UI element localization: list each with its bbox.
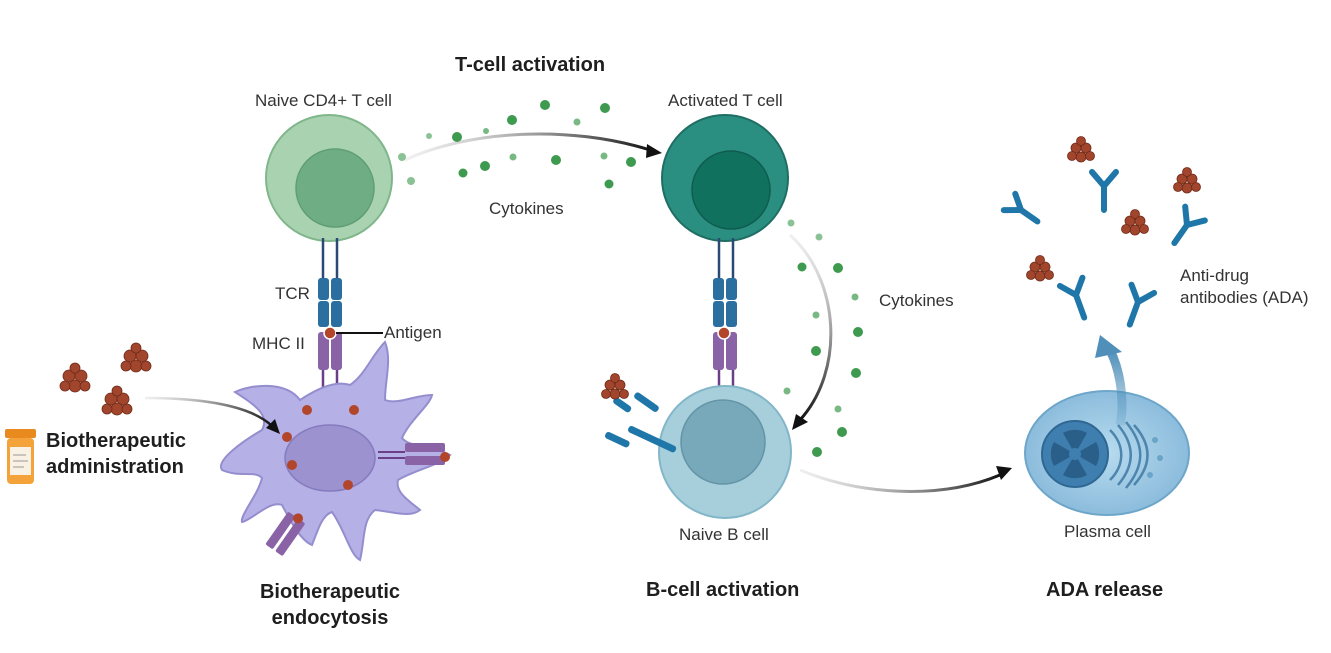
- plasma-arrow-head: [996, 466, 1012, 480]
- label-plasma-cell: Plasma cell: [1064, 522, 1151, 541]
- label-naive-t-cell: Naive CD4+ T cell: [255, 91, 392, 110]
- label-cytokines-top: Cytokines: [489, 199, 564, 218]
- title-administration-line1: Biotherapeutic: [46, 430, 187, 452]
- label-antigen: Antigen: [384, 323, 442, 342]
- dendritic-cell: [220, 340, 452, 562]
- label-activated-t-cell: Activated T cell: [668, 91, 783, 110]
- antibodies: [1000, 169, 1208, 328]
- label-mhc-ii: MHC II: [252, 334, 305, 353]
- activated-t-cell: [661, 114, 789, 400]
- t-activation-arrow-head: [646, 144, 662, 158]
- uptake-arrow-head: [266, 419, 280, 434]
- uptake-arrow: [144, 396, 273, 427]
- ada-release-arrow: [1105, 347, 1127, 426]
- label-ada-line2: antibodies (ADA): [1180, 288, 1309, 307]
- plasma-arrow: [799, 468, 1001, 493]
- title-b-cell-activation: B-cell activation: [646, 579, 800, 601]
- label-ada-line1: Anti-drug: [1180, 266, 1249, 285]
- naive-t-cell: [265, 114, 393, 282]
- biotherapeutic-particles: [59, 342, 152, 416]
- title-ada-release: ADA release: [1046, 579, 1164, 601]
- title-endocytosis-line1: Biotherapeutic: [259, 581, 401, 603]
- label-cytokines-right: Cytokines: [879, 291, 954, 310]
- plasma-cell: [1024, 390, 1190, 516]
- t-activation-arrow: [404, 132, 651, 162]
- cytokines-right: [783, 219, 863, 457]
- tcr-receptor: [318, 278, 342, 327]
- cytokines-top: [398, 100, 636, 189]
- b-activation-arrow: [788, 233, 833, 422]
- bound-antigen: [601, 373, 629, 400]
- pill-bottle-icon: [5, 429, 36, 484]
- title-administration-line2: administration: [46, 456, 184, 478]
- label-naive-b-cell: Naive B cell: [679, 525, 769, 544]
- title-endocytosis-line2: endocytosis: [271, 607, 389, 629]
- ada-release-arrow-head: [1095, 335, 1122, 358]
- mhc-complex-bottom: [266, 512, 305, 556]
- label-tcr: TCR: [275, 284, 310, 303]
- mhc-complex-right: [378, 443, 450, 465]
- antigen-marker: [323, 326, 383, 340]
- naive-b-cell: [601, 373, 792, 519]
- antibody-antigens: [1026, 136, 1201, 282]
- b-cell-receptor: [605, 392, 677, 453]
- b-activation-arrow-head: [792, 414, 808, 430]
- title-t-cell-activation: T-cell activation: [455, 54, 606, 76]
